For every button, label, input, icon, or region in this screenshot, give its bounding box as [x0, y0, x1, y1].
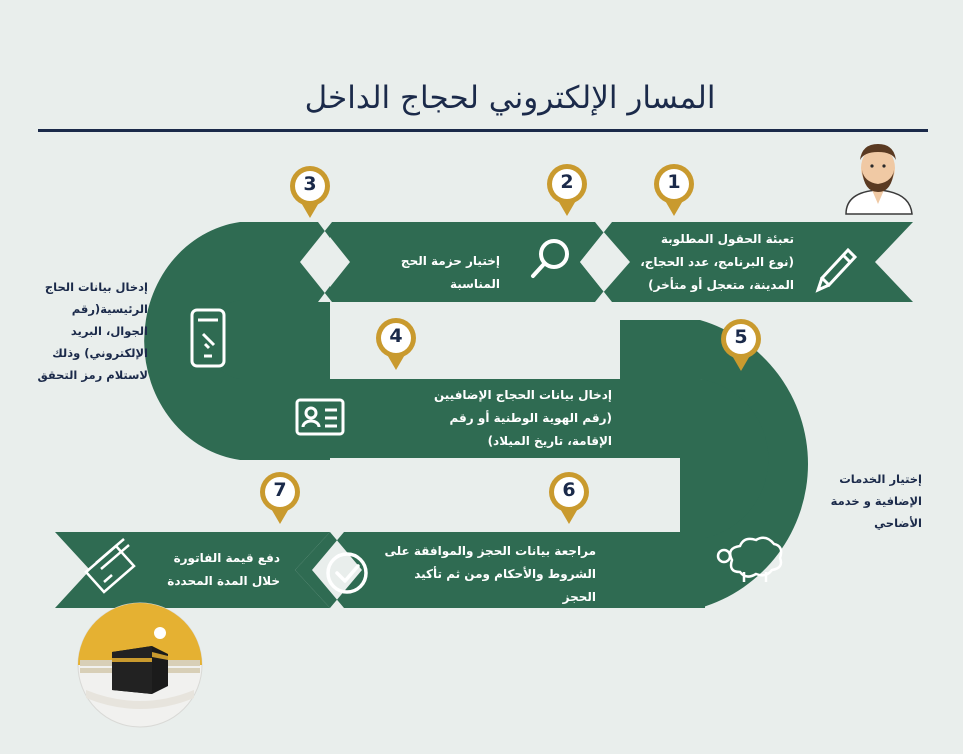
magnifier-icon [531, 239, 569, 278]
step-5-number: 5 [734, 326, 748, 348]
road-segment-6 [295, 532, 705, 608]
step-7-label: دفع قيمة الفاتورة خلال المدة المحددة [167, 551, 280, 588]
road-separators [300, 222, 627, 608]
check-circle-icon [326, 552, 368, 594]
road-curve-right-outer [620, 320, 808, 608]
road-segment-2 [318, 222, 612, 302]
step-5-label: إختيار الخدمات الإضافية و خدمة الأضاحي [830, 472, 922, 530]
pencil-icon [815, 247, 858, 293]
step-1-label: تعبئة الحقول المطلوبة (نوع البرنامج، عدد… [640, 232, 794, 292]
smartphone-icon [190, 308, 226, 368]
kaaba-icon [77, 602, 203, 728]
credit-card-icon [84, 538, 136, 594]
step-2-number: 2 [560, 171, 574, 193]
pin-3 [290, 166, 330, 218]
pin-6 [549, 472, 589, 524]
road-curve-right [620, 379, 780, 539]
pilgrim-avatar-icon [845, 144, 913, 215]
road [55, 222, 913, 608]
step-6-number: 6 [562, 479, 576, 501]
step-3-number: 3 [303, 173, 317, 195]
pin-1 [654, 164, 694, 216]
pin-4 [376, 318, 416, 370]
pin-7 [260, 472, 300, 524]
sheep-icon [716, 536, 783, 582]
pin-5 [721, 319, 761, 371]
step-2-label: إختيار حزمة الحج المناسبة [400, 254, 500, 291]
road-segment-4 [240, 300, 330, 380]
step-6-label: مراجعة بيانات الحجز والموافقة على الشروط… [384, 544, 596, 604]
road-curve-left [144, 222, 330, 460]
step-1-number: 1 [667, 171, 681, 193]
step-4-number: 4 [389, 325, 403, 347]
road-segment-4b [240, 379, 660, 458]
title-divider [38, 129, 928, 132]
step-4-label: إدخال بيانات الحجاج الإضافيين (رقم الهوي… [433, 388, 612, 448]
page-title: المسار الإلكتروني لحجاج الداخل [304, 80, 716, 116]
id-card-icon [295, 398, 345, 436]
step-3-label: إدخال بيانات الحاج الرئيسية(رقم الجوال، … [37, 280, 148, 382]
step-7-number: 7 [273, 479, 287, 501]
pin-2 [547, 164, 587, 216]
